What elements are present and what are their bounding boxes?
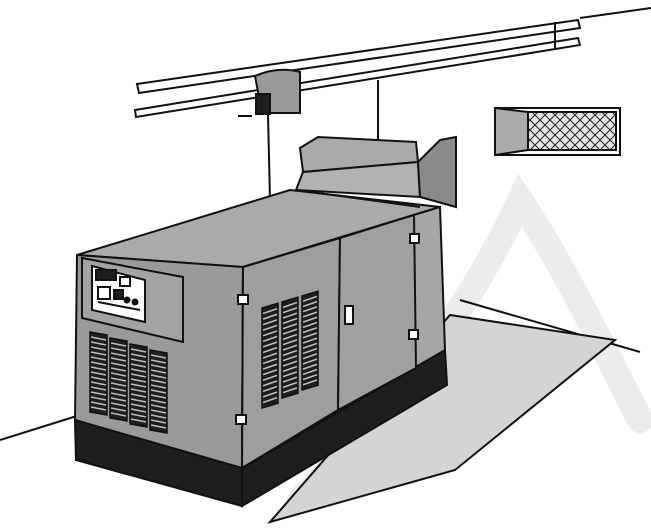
control-panel-icon bbox=[81, 256, 184, 344]
louver-vent-icon bbox=[261, 290, 319, 410]
trolley-hoist-icon bbox=[238, 68, 301, 225]
intake-hood bbox=[294, 135, 457, 209]
overhead-rail bbox=[133, 18, 582, 119]
wall-vent-grille-icon bbox=[494, 106, 621, 157]
louver-vent-icon bbox=[89, 331, 168, 434]
